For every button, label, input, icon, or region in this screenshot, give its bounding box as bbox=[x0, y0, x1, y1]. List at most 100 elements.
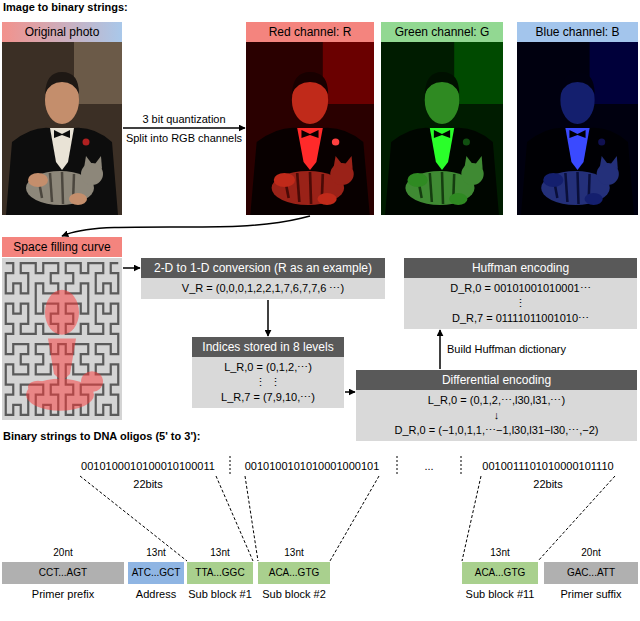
maze-background bbox=[2, 258, 122, 420]
red-overlay bbox=[26, 290, 103, 411]
space-filling-curve bbox=[6, 263, 119, 415]
formula-line: V_R = (0,0,0,1,2,2,1,7,6,7,7,6 ⋯) bbox=[141, 278, 385, 299]
bow-tie bbox=[569, 130, 585, 138]
hand bbox=[449, 193, 467, 205]
formula-line: L_R,0 = (0,1,2,⋯,l30,l31,⋯) bbox=[356, 390, 637, 408]
bow-tie bbox=[434, 130, 450, 138]
shirt bbox=[565, 128, 589, 170]
separator bbox=[461, 456, 462, 476]
photo bbox=[517, 42, 638, 215]
hand bbox=[28, 173, 48, 187]
cat-ear bbox=[95, 156, 102, 169]
address-block: ATC...GCT bbox=[128, 562, 184, 584]
curve-panel: Space filling curve bbox=[2, 237, 122, 420]
formula-line: D_R,7 = 01111011001010⋯ bbox=[404, 311, 637, 329]
box-heading: Space filling curve bbox=[2, 237, 122, 257]
hair bbox=[425, 72, 460, 94]
tuxedo bbox=[250, 128, 369, 215]
bit-count: 22bits bbox=[133, 478, 162, 491]
overlay-shirt bbox=[48, 339, 76, 382]
cat-stripe bbox=[62, 172, 63, 204]
photo-background bbox=[381, 42, 503, 215]
length-label: 13nt bbox=[490, 546, 509, 559]
process-box: Differential encodingL_R,0 = (0,1,2,⋯,l3… bbox=[356, 370, 637, 441]
cat-stripe bbox=[442, 172, 443, 204]
box-heading: Indices stored in 8 levels bbox=[192, 337, 344, 357]
shirt bbox=[430, 128, 454, 170]
process-note: Split into RGB channels bbox=[126, 132, 242, 145]
photo bbox=[246, 42, 374, 215]
cat-stripe bbox=[430, 173, 432, 202]
connector-arrow bbox=[439, 330, 441, 369]
block-name: Sub block #11 bbox=[466, 588, 535, 601]
box-heading: Blue channel: B bbox=[517, 22, 638, 42]
hand bbox=[69, 193, 87, 205]
formula-line: ↓ bbox=[356, 408, 637, 423]
sequence-text: ATC...GCT bbox=[128, 562, 184, 584]
primer-block: CCT...AGT bbox=[2, 562, 124, 584]
process-box: Huffman encodingD_R,0 = 00101001010001⋯⋮… bbox=[404, 258, 637, 329]
box-heading: Original photo bbox=[2, 22, 122, 42]
overlay-cat-head bbox=[81, 371, 103, 392]
hand bbox=[585, 193, 603, 205]
block-name: Primer prefix bbox=[32, 588, 94, 601]
separator bbox=[230, 456, 231, 476]
sequence-text: TTA...GGC bbox=[187, 562, 253, 584]
formula-line: L_R,7 = (7,9,10,⋯) bbox=[192, 390, 344, 408]
photo-window bbox=[74, 42, 122, 104]
edge-label: Build Huffman dictionary bbox=[446, 343, 567, 356]
block-name: Primer suffix bbox=[561, 588, 622, 601]
process-box: Indices stored in 8 levelsL_R,0 = (0,1,2… bbox=[192, 337, 344, 408]
cat-stripe bbox=[50, 173, 52, 202]
photo bbox=[381, 42, 503, 215]
sub-block: ACA...GTG bbox=[258, 562, 330, 584]
photo-window bbox=[590, 42, 638, 104]
length-label: 13nt bbox=[210, 546, 229, 559]
formula-line: L_R,0 = (0,1,2,⋯) bbox=[192, 357, 344, 375]
connector-arrow bbox=[123, 267, 140, 269]
connector-arrow bbox=[62, 216, 310, 236]
connector-arrow bbox=[267, 300, 269, 336]
sequence-text: ACA...GTG bbox=[462, 562, 538, 584]
sequence-text: CCT...AGT bbox=[2, 562, 124, 584]
bit-string: 0010100101010001000101 bbox=[245, 460, 380, 473]
edge-label: 3 bit quantization bbox=[141, 113, 226, 126]
sub-block: ACA...GTG bbox=[462, 562, 538, 584]
rose bbox=[83, 139, 90, 146]
cat-ear bbox=[611, 156, 618, 169]
cat-stripe bbox=[578, 172, 579, 204]
shirt bbox=[297, 128, 323, 170]
leader-line bbox=[462, 476, 481, 561]
bit-leader-lines bbox=[80, 476, 615, 561]
hand bbox=[317, 193, 336, 205]
hand bbox=[274, 173, 295, 187]
box-heading: 2-D to 1-D conversion (R as an example) bbox=[141, 258, 385, 278]
leader-line bbox=[80, 476, 187, 561]
formula-line: ⋮ bbox=[404, 296, 637, 311]
photo bbox=[2, 42, 122, 215]
tuxedo bbox=[6, 128, 118, 215]
hair bbox=[292, 72, 328, 94]
bit-string: 0010100010100010100011 bbox=[81, 460, 215, 473]
block-name: Sub block #2 bbox=[262, 588, 326, 601]
hand bbox=[407, 173, 427, 187]
sequence-text: ACA...GTG bbox=[258, 562, 330, 584]
bow-tie bbox=[301, 130, 318, 138]
hair bbox=[560, 72, 594, 94]
block-name: Sub block #1 bbox=[188, 588, 252, 601]
separator bbox=[397, 456, 398, 476]
process-box: 2-D to 1-D conversion (R as an example)V… bbox=[141, 258, 385, 299]
connector-arrow bbox=[345, 391, 355, 393]
length-label: 13nt bbox=[146, 546, 165, 559]
box-heading: Differential encoding bbox=[356, 370, 637, 390]
ellipsis: ... bbox=[424, 460, 433, 473]
photo-background bbox=[246, 42, 374, 215]
block-name: Address bbox=[136, 588, 176, 601]
photo-background bbox=[2, 42, 122, 215]
channel-panel: Green channel: G bbox=[381, 22, 503, 215]
cat-ear bbox=[476, 156, 483, 169]
section-heading: Image to binary strings: bbox=[3, 1, 128, 14]
tuxedo bbox=[521, 128, 634, 215]
